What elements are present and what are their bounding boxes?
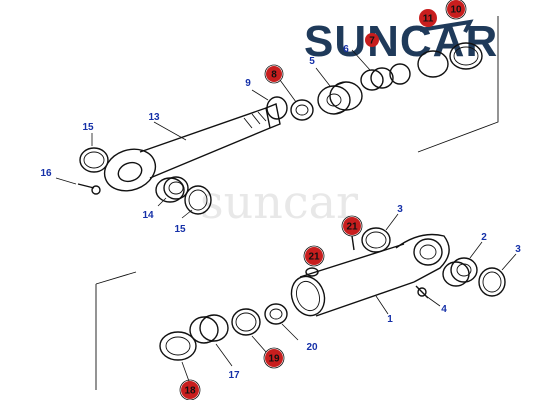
callout-8-badge: 8 [264,64,284,84]
cylinder-tube-1 [290,233,450,317]
callout-2: 2 [481,232,487,243]
snap-ring-15b [184,185,212,215]
callout-3-upper: 3 [397,204,403,215]
callout-7-badge: 7 [365,33,379,47]
snap-ring-15a-inner [83,151,105,169]
nut-8 [290,99,314,121]
upper-bracket-line [417,16,499,153]
gland-17 [189,314,229,344]
seal-6 [360,67,394,91]
lower-bracket-line [95,271,137,390]
callout-19-badge: 19 [263,347,285,369]
callout-17: 17 [228,370,240,381]
leader-8 [279,79,297,103]
ring-3b-inner [482,271,502,293]
ring-10 [449,42,483,70]
leader-5 [315,67,331,87]
plug-21b [305,267,319,277]
callout-15-lower: 15 [174,224,186,235]
callout-21-upper: 21 [346,222,358,233]
callout-21-lower-badge: 21 [303,245,325,267]
leader-19 [251,335,267,353]
leader-15b [181,209,193,219]
callout-5: 5 [309,56,315,67]
callout-13: 13 [148,112,160,123]
leader-3b [501,253,517,271]
ring-11 [417,50,449,78]
callout-3-lower: 3 [515,244,521,255]
bushing-14 [155,176,189,203]
suncar-logo: SUNCAR [304,17,498,66]
callout-18: 18 [184,386,196,397]
callout-7: 7 [369,36,375,47]
logo-text: SUNCAR [304,17,498,66]
callout-6: 6 [343,44,349,55]
callout-11-badge: 11 [419,9,437,27]
ring-7 [389,63,411,85]
ring-19-inner [235,312,257,332]
bushing-2 [442,257,478,287]
leader-6 [351,49,371,71]
callout-10-badge: 10 [445,0,467,20]
callout-15-upper: 15 [82,122,94,133]
leader-2 [469,241,483,259]
callout-21-upper-badge: 21 [341,215,363,237]
leader-16 [55,177,77,185]
leader-13 [153,121,187,141]
callout-21-lower: 21 [308,252,320,263]
callout-14: 14 [142,210,154,221]
callout-8: 8 [271,70,277,81]
callout-16: 16 [40,168,52,179]
callout-10: 10 [450,5,462,16]
leader-3a [385,213,399,231]
leader-20 [281,323,299,341]
ring-10-inner [453,46,479,66]
screw-21a [351,235,355,251]
ring-18 [159,331,197,361]
snap-ring-15a [79,147,109,173]
watermark-text: suncar [200,175,358,229]
callout-20: 20 [306,342,318,353]
piston-5 [317,81,363,115]
ring-3a-inner [365,231,387,249]
ring-9 [266,96,288,120]
leader-14 [157,197,167,207]
leader-9 [251,89,269,101]
leader-1 [375,295,389,315]
snap-ring-15b-inner [188,189,208,211]
grease-nipple-16 [77,183,101,195]
ring-19 [231,308,261,336]
nut-20 [264,303,288,325]
callout-19: 19 [268,354,280,365]
leader-4 [425,295,441,307]
leader-17 [215,343,233,367]
callout-11: 11 [423,14,434,25]
logo-swoosh [419,19,474,33]
callout-1: 1 [387,314,393,325]
ring-3b [478,267,506,297]
piston-rod-13 [103,103,281,192]
ring-3a [361,227,391,253]
callout-9: 9 [245,78,251,89]
ring-18-inner [165,336,191,356]
callout-18-badge: 18 [179,379,201,400]
callout-4: 4 [441,304,447,315]
